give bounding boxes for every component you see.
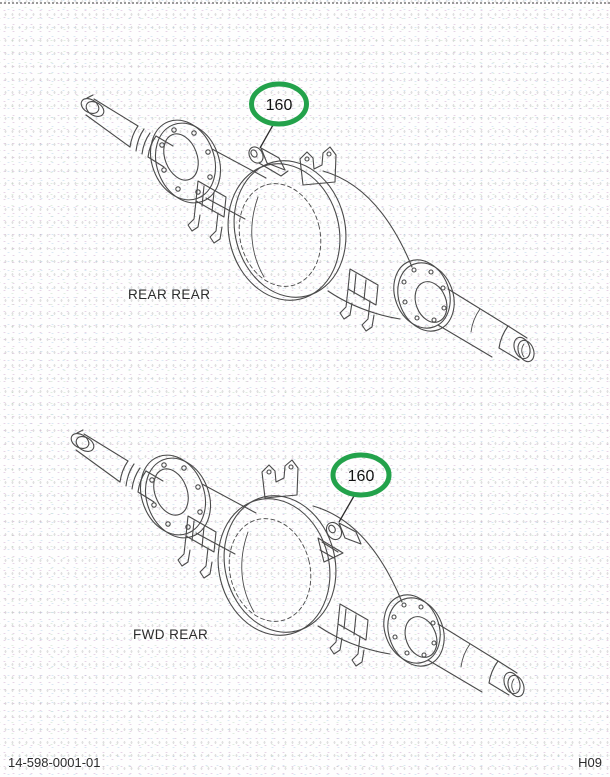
callout-number: 160 — [348, 468, 375, 485]
axle-body-drawing — [77, 94, 538, 365]
callout-number: 160 — [266, 97, 293, 114]
callout-leader-line — [338, 495, 355, 523]
diagram-fwd-rear: 160 — [50, 420, 550, 720]
page-code: H09 — [578, 755, 602, 770]
diagram-rear-rear: 160 — [60, 81, 560, 385]
document-number: 14-598-0001-01 — [8, 755, 101, 770]
callout-oval[interactable] — [249, 81, 309, 127]
callout-160[interactable]: 160 — [330, 452, 392, 498]
callout-160[interactable]: 160 — [249, 81, 309, 127]
height-control-valve-bracket-part — [248, 146, 337, 186]
callout-oval[interactable] — [330, 452, 392, 498]
page-top-border — [0, 2, 610, 4]
callout-leader-line — [259, 124, 274, 149]
axle-illustration-fwd-rear: 160 — [67, 429, 528, 700]
diagram-label-rear-rear: REAR REAR — [128, 287, 211, 302]
diagram-label-fwd-rear: FWD REAR — [133, 627, 209, 642]
axle-illustration-rear-rear: 160 — [77, 81, 538, 365]
height-control-valve-bracket-part — [261, 459, 362, 563]
